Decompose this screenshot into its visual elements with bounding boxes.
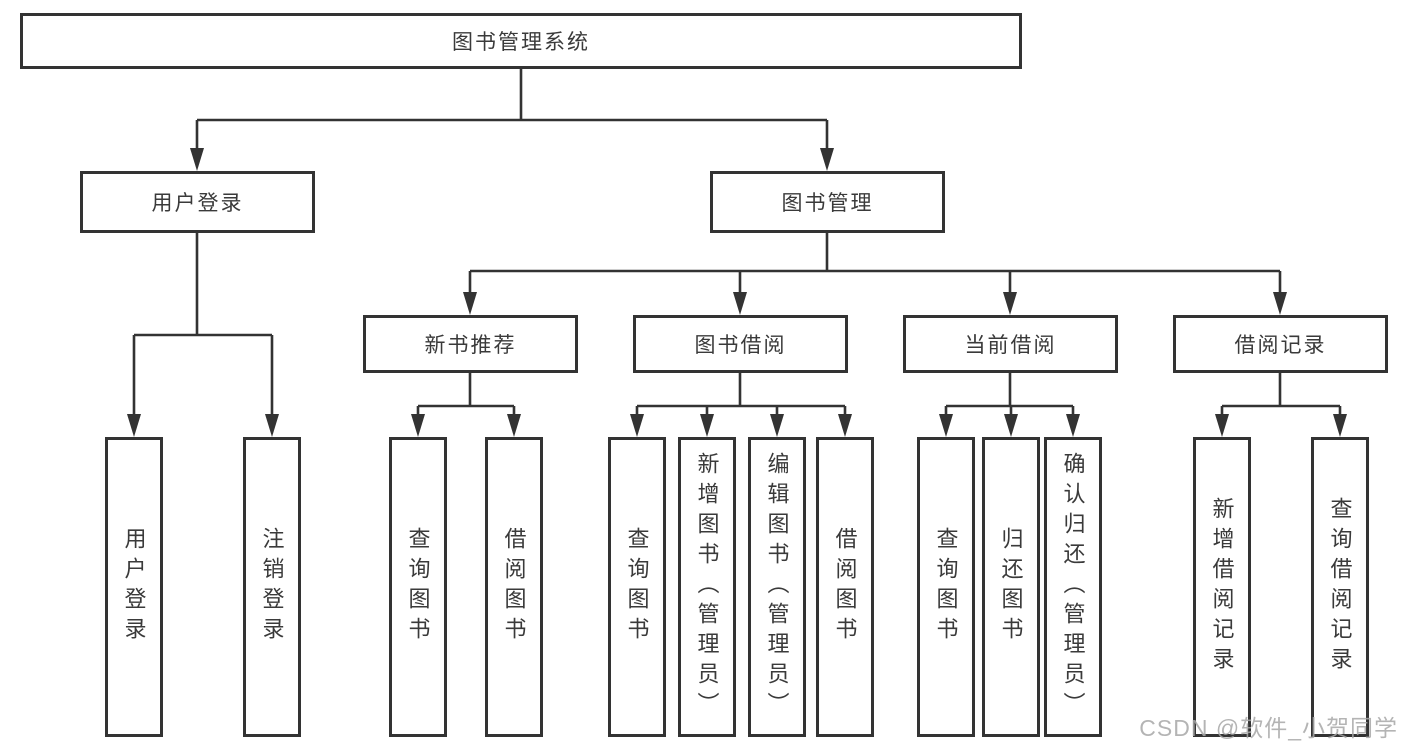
arrowhead-icon — [700, 414, 714, 437]
leaf-user-login: 用户登录 — [105, 437, 163, 737]
node-label: 新增借阅记录 — [1209, 497, 1235, 677]
node-label: 查询借阅记录 — [1327, 497, 1353, 677]
node-label: 新书推荐 — [424, 334, 517, 357]
leaf-borrow-books-recommend: 借阅图书 — [485, 437, 543, 737]
arrowhead-icon — [1004, 414, 1018, 437]
node-label: 编辑图书（管理员） — [764, 452, 790, 722]
arrowhead-icon — [820, 148, 834, 171]
arrowhead-icon — [411, 414, 425, 437]
arrowhead-icon — [838, 414, 852, 437]
leaf-query-books-recommend: 查询图书 — [389, 437, 447, 737]
arrowhead-icon — [463, 292, 477, 315]
node-label: 查询图书 — [933, 527, 959, 647]
arrowhead-icon — [733, 292, 747, 315]
node-label: 确认归还（管理员） — [1060, 452, 1086, 722]
leaf-add-borrow-record: 新增借阅记录 — [1193, 437, 1251, 737]
leaf-borrow-books-borrowing: 借阅图书 — [816, 437, 874, 737]
node-current-borrowing: 当前借阅 — [903, 315, 1118, 373]
node-new-book-recommend: 新书推荐 — [363, 315, 578, 373]
leaf-return-books: 归还图书 — [982, 437, 1040, 737]
node-user-login: 用户登录 — [80, 171, 315, 233]
node-label: 注销登录 — [259, 527, 285, 647]
node-label: 图书借阅 — [694, 334, 787, 357]
arrowhead-icon — [190, 148, 204, 171]
node-label: 图书管理 — [781, 192, 874, 215]
arrowhead-icon — [1066, 414, 1080, 437]
node-label: 借阅记录 — [1234, 334, 1327, 357]
node-book-borrowing: 图书借阅 — [633, 315, 848, 373]
node-book-management: 图书管理 — [710, 171, 945, 233]
node-label: 用户登录 — [121, 527, 147, 647]
node-label: 新增图书（管理员） — [694, 452, 720, 722]
arrowhead-icon — [630, 414, 644, 437]
connector-arrowheads — [127, 148, 1347, 437]
leaf-logout: 注销登录 — [243, 437, 301, 737]
node-label: 借阅图书 — [501, 527, 527, 647]
node-label: 查询图书 — [624, 527, 650, 647]
leaf-query-borrow-record: 查询借阅记录 — [1311, 437, 1369, 737]
node-label: 当前借阅 — [964, 334, 1057, 357]
node-label: 用户登录 — [151, 192, 244, 215]
arrowhead-icon — [127, 414, 141, 437]
arrowhead-icon — [770, 414, 784, 437]
node-label: 借阅图书 — [832, 527, 858, 647]
arrowhead-icon — [1215, 414, 1229, 437]
node-label: 查询图书 — [405, 527, 431, 647]
leaf-confirm-return-admin: 确认归还（管理员） — [1044, 437, 1102, 737]
node-label: 归还图书 — [998, 527, 1024, 647]
leaf-edit-books-admin: 编辑图书（管理员） — [748, 437, 806, 737]
arrowhead-icon — [265, 414, 279, 437]
leaf-add-books-admin: 新增图书（管理员） — [678, 437, 736, 737]
arrowhead-icon — [1333, 414, 1347, 437]
node-root-system: 图书管理系统 — [20, 13, 1022, 69]
leaf-query-books-borrowing: 查询图书 — [608, 437, 666, 737]
node-borrowing-records: 借阅记录 — [1173, 315, 1388, 373]
arrowhead-icon — [1003, 292, 1017, 315]
arrowhead-icon — [507, 414, 521, 437]
leaf-query-books-current: 查询图书 — [917, 437, 975, 737]
tree-connector-path — [132, 69, 1342, 417]
node-label: 图书管理系统 — [452, 31, 590, 54]
arrowhead-icon — [1273, 292, 1287, 315]
arrowhead-icon — [939, 414, 953, 437]
